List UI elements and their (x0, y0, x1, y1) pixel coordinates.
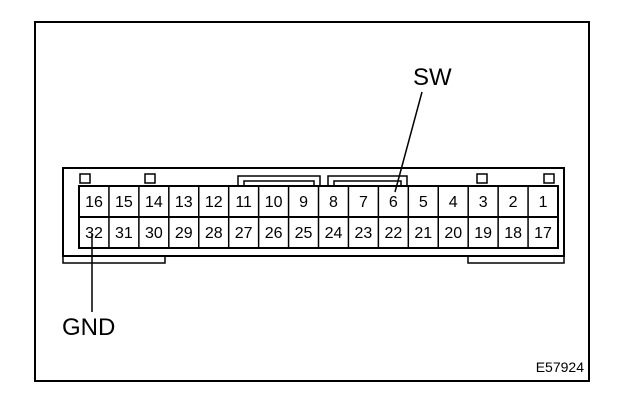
pin-number: 25 (295, 225, 313, 242)
sw-leader-line (394, 91, 423, 193)
pin-number: 24 (325, 225, 343, 242)
pin-number: 22 (384, 225, 402, 242)
housing-skirt-left (62, 256, 166, 264)
pin-number: 19 (474, 225, 492, 242)
locking-tab (476, 173, 488, 184)
pin-number: 15 (115, 194, 133, 211)
keying-bracket (327, 175, 408, 186)
locking-tab (79, 173, 91, 184)
sw-label: SW (413, 64, 452, 91)
pin-number: 8 (329, 194, 338, 211)
pin-number: 7 (359, 194, 368, 211)
pin-number: 11 (235, 194, 252, 211)
housing-skirt-right (467, 256, 565, 264)
pin-number: 31 (115, 225, 133, 242)
pin-number: 20 (444, 225, 462, 242)
pin-number: 29 (175, 225, 193, 242)
pin-number: 26 (265, 225, 283, 242)
pin-number: 23 (355, 225, 373, 242)
pin-number: 30 (145, 225, 163, 242)
locking-tab (144, 173, 156, 184)
diagram-border (34, 21, 590, 382)
pin-number: 3 (479, 194, 488, 211)
pin-number: 27 (235, 225, 253, 242)
pin-number: 13 (175, 194, 193, 211)
pin-number: 17 (534, 225, 552, 242)
pin-number: 14 (145, 194, 163, 211)
pin-number: 6 (389, 194, 398, 211)
pin-number: 10 (265, 194, 283, 211)
keying-bracket (237, 175, 321, 186)
gnd-label: GND (62, 314, 115, 341)
pin-number: 4 (449, 194, 458, 211)
pin-number: 21 (414, 225, 432, 242)
pin-number: 32 (85, 225, 103, 242)
pin-number: 12 (205, 194, 223, 211)
pin-number: 5 (419, 194, 428, 211)
pin-number: 2 (509, 194, 518, 211)
pin-number: 28 (205, 225, 223, 242)
pin-number: 16 (85, 194, 103, 211)
pin-number: 9 (299, 194, 308, 211)
pin-number: 18 (504, 225, 522, 242)
locking-tab (543, 173, 555, 184)
connector-housing (62, 167, 565, 257)
figure-code: E57924 (536, 359, 584, 375)
pin-number: 1 (539, 194, 548, 211)
